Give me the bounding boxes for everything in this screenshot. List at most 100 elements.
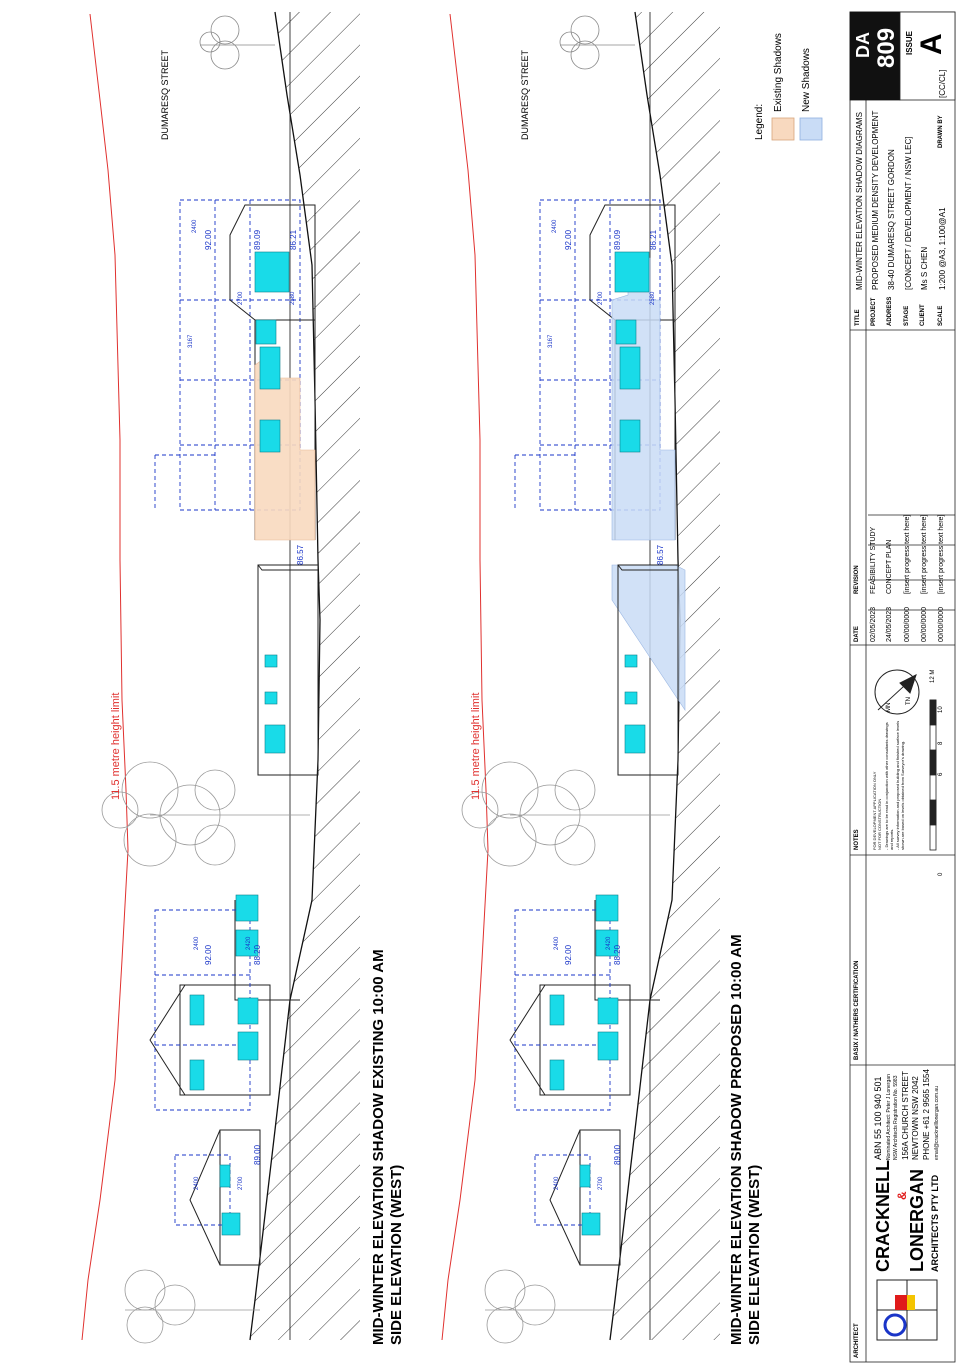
field-label: TITLE	[855, 309, 861, 326]
height-limit-label: 11.5 metre height limit	[470, 692, 482, 800]
legend-title: Legend:	[754, 103, 765, 140]
field-value: MID-WINTER ELEVATION SHADOW DIAGRAMS	[855, 112, 864, 290]
window	[549, 1059, 565, 1091]
revision-date: 24/05/2023	[886, 606, 893, 642]
dim-label: 2700	[598, 1176, 604, 1190]
ground-line	[249, 11, 321, 1341]
dim-label: 2400	[554, 936, 560, 950]
dim-label: 2700	[238, 1176, 244, 1190]
tree-icon	[199, 15, 275, 70]
window	[237, 997, 259, 1025]
ground-hatch	[250, 12, 360, 1340]
window	[264, 691, 278, 705]
scale-bar	[929, 699, 937, 851]
revision-text: FEASIBILITY STUDY	[870, 526, 877, 594]
revision-header: REVISION	[854, 565, 860, 594]
street-label: DUMARESQ STREET	[520, 49, 530, 140]
revision-text: [insert progress text here]	[921, 514, 928, 594]
legend-label-new: New Shadows	[801, 48, 812, 112]
notes-header: NOTES	[854, 829, 860, 850]
window	[595, 894, 619, 922]
level-label: 92.00	[204, 229, 213, 250]
legend-label-existing: Existing Shadows	[773, 33, 784, 112]
firm-name-line1: CRACKNELL	[873, 1160, 893, 1272]
field-label: CLIENT	[920, 304, 926, 326]
drawing-number: 809	[873, 27, 900, 68]
north-label-2: MN	[886, 702, 892, 712]
existing-building-lower	[509, 900, 660, 1266]
elevation-existing	[81, 11, 360, 1344]
window	[221, 1212, 241, 1236]
elevation-title: MID-WINTER ELEVATION SHADOW PROPOSED 10:…	[728, 934, 745, 1345]
field-label: PROJECT	[871, 297, 877, 326]
scale-bar-label: 6	[938, 772, 944, 776]
field-value: 38-40 DUMARESQ STREET GORDON	[887, 149, 896, 290]
firm-name-line3: ARCHITECTS PTY LTD	[930, 1174, 940, 1272]
tree-icon	[559, 15, 635, 70]
level-label: 86.21	[289, 229, 298, 250]
level-label: 88.20	[253, 944, 262, 965]
existing-shadow	[254, 359, 316, 541]
ground-hatch	[610, 12, 720, 1340]
level-label: 86.57	[296, 544, 305, 565]
level-label: 88.20	[613, 944, 622, 965]
level-label: 89.09	[253, 229, 262, 250]
revision-date: 00/00/0000	[921, 606, 928, 642]
proposed-building-lower	[154, 909, 251, 1226]
dim-label: 2400	[552, 219, 558, 233]
drawn-by-label: DRAWN BY	[938, 115, 944, 148]
windows	[254, 251, 290, 453]
window	[579, 1164, 591, 1188]
dim-label: 2580	[290, 291, 296, 305]
firm-detail: NEWTOWN NSW 2042	[911, 1076, 920, 1160]
window	[264, 724, 286, 754]
legend-swatch-existing	[771, 117, 795, 141]
window	[624, 691, 638, 705]
scale-bar-label: 12 M	[930, 669, 936, 683]
basix-header: BASIX / NATHERS CERTIFICATION	[854, 960, 860, 1060]
tree-icon	[101, 761, 310, 867]
title-block-frame	[849, 11, 956, 1363]
window	[189, 1059, 205, 1091]
tree-icon	[484, 1269, 620, 1344]
dim-label: 2700	[598, 291, 604, 305]
street-label: DUMARESQ STREET	[160, 49, 170, 140]
window	[624, 654, 638, 668]
level-label: 89.09	[613, 229, 622, 250]
firm-detail: ABN 55 100 940 501	[873, 1076, 883, 1160]
north-arrow-icon	[874, 669, 920, 715]
drawn-by-value: [CC/CL]	[938, 69, 947, 98]
window	[219, 1164, 231, 1188]
revision-date: 00/00/0000	[938, 606, 945, 642]
height-limit-line	[81, 13, 129, 1341]
note-line: NOT FOR CONSTRUCTION	[877, 798, 882, 850]
scale-bar-label: 8	[938, 741, 944, 745]
revision-text: [insert progress text here]	[938, 514, 945, 594]
revision-date-header: DATE	[854, 626, 860, 642]
legend	[771, 117, 823, 141]
dim-label: 2420	[246, 936, 252, 950]
issue-value: A	[915, 33, 948, 55]
field-value: [CONCEPT / DEVELOPMENT / NSW LEC]	[904, 136, 913, 290]
elevation-title: MID-WINTER ELEVATION SHADOW EXISTING 10:…	[370, 949, 387, 1345]
dim-label: 3167	[188, 334, 194, 348]
window	[189, 994, 205, 1026]
level-label: 92.00	[204, 944, 213, 965]
window	[549, 994, 565, 1026]
elevation-subtitle: SIDE ELEVATION (WEST)	[388, 1164, 405, 1345]
firm-detail: Nominated Architect: Peter J Lonergan	[886, 1074, 892, 1160]
firm-detail: NSW Architects Registration No. 5983	[893, 1075, 899, 1160]
scale-bar-label: 0	[938, 872, 944, 876]
field-value: Ms S CHEN	[920, 246, 929, 290]
elevation-subtitle: SIDE ELEVATION (WEST)	[746, 1164, 763, 1345]
firm-name-line2: LONERGAN	[907, 1169, 927, 1272]
drawing-prefix: DA	[853, 32, 873, 58]
note-line: shown are based on levels obtained from …	[900, 740, 905, 850]
firm-logo-icon	[876, 1279, 938, 1341]
window	[237, 1031, 259, 1061]
issue-label: ISSUE	[905, 30, 914, 55]
dim-label: 2400	[554, 1176, 560, 1190]
level-label: 86.57	[656, 544, 665, 565]
revision-date: 02/05/2023	[870, 606, 877, 642]
